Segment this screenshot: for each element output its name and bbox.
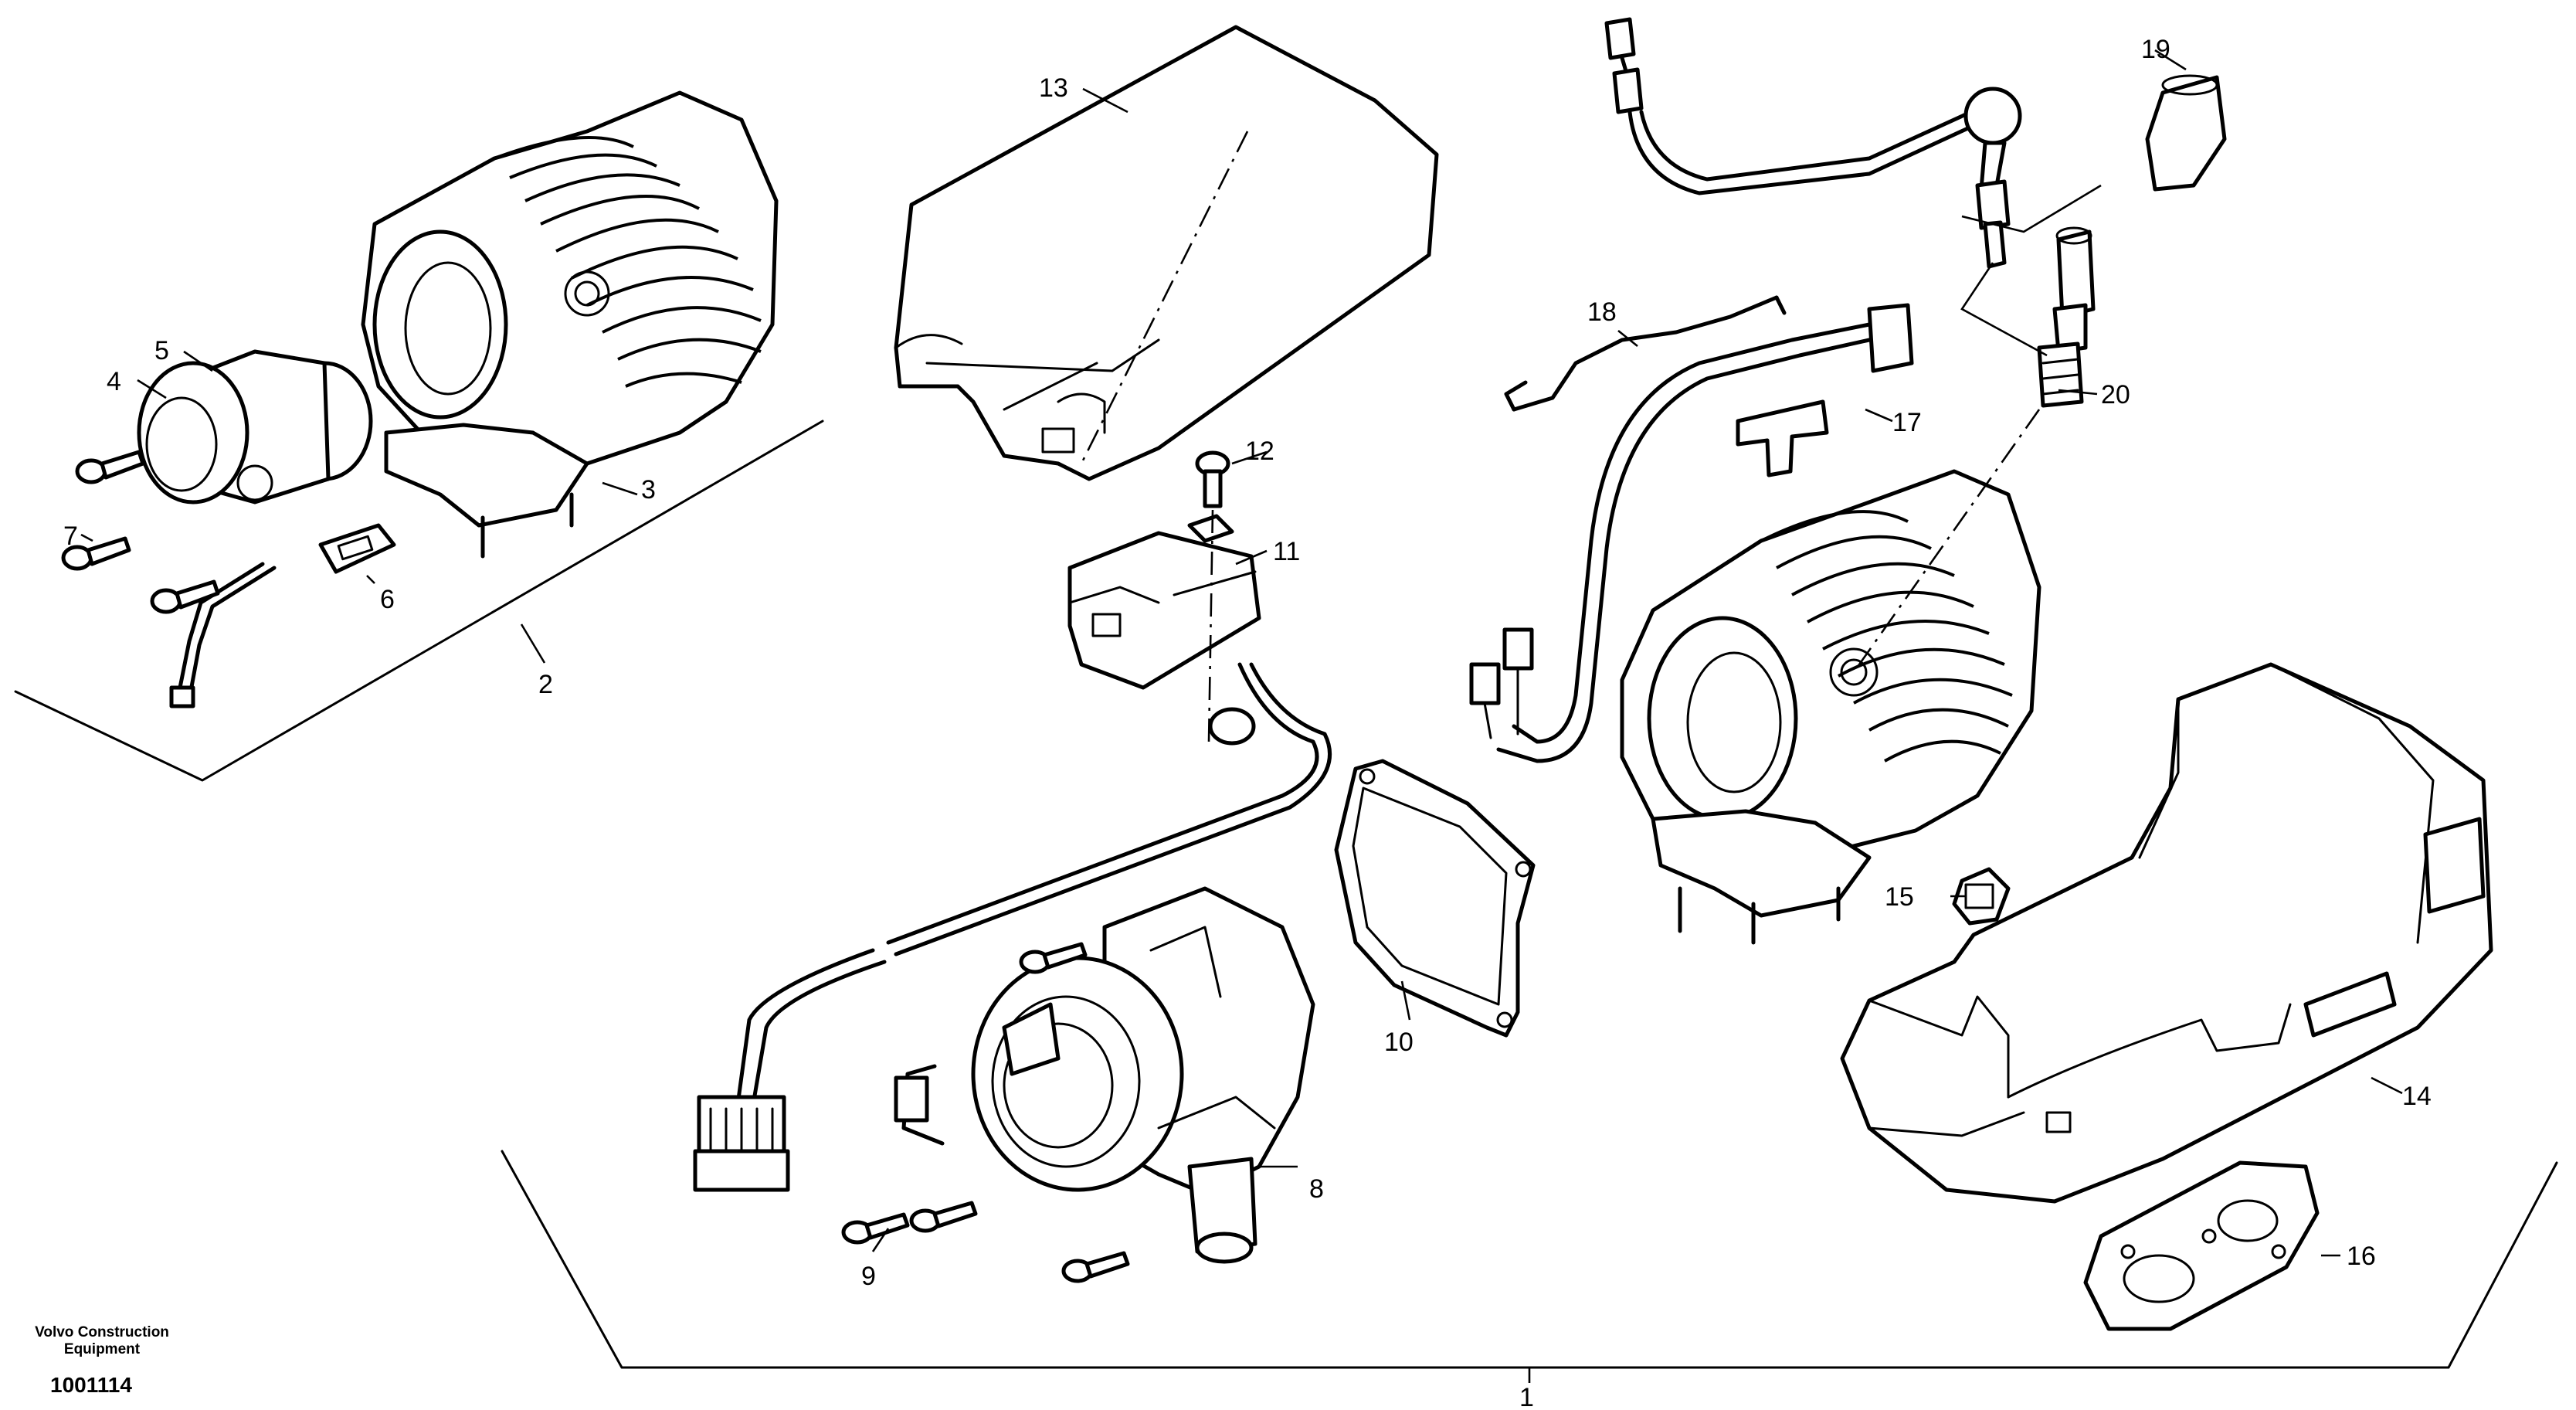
air-blower-8: [894, 886, 1315, 1264]
callout-15: 15: [1885, 882, 1914, 912]
screw-7-group: [61, 450, 220, 614]
subassembly-2-frame: [14, 420, 824, 782]
callout-6: 6: [380, 585, 395, 614]
screw-7c: [150, 579, 220, 614]
callout-3: 3: [641, 475, 656, 505]
heat-exchanger-left: [361, 90, 779, 559]
callout-14: 14: [2402, 1082, 2432, 1111]
screw-9b: [841, 1212, 910, 1245]
screw-9a: [1019, 942, 1088, 974]
footer-brand: Volvo Construction Equipment 1001114: [35, 1324, 169, 1397]
brand-line-1: Volvo Construction: [35, 1324, 169, 1340]
callout-2: 2: [538, 670, 553, 699]
document-number: 1001114: [50, 1373, 132, 1397]
lower-cover-14: [1840, 662, 2493, 1204]
callout-11: 11: [1273, 537, 1300, 566]
callout-leaders: [80, 49, 2403, 1257]
screw-9-group: [841, 942, 1130, 1283]
wire-clip-18: [1504, 295, 1787, 412]
callout-5: 5: [154, 336, 169, 365]
callout-9: 9: [861, 1262, 876, 1291]
screw-7a: [75, 450, 145, 484]
callout-10: 10: [1384, 1028, 1414, 1057]
gasket-6: [318, 523, 396, 574]
callout-18: 18: [1587, 297, 1617, 327]
callout-20: 20: [2101, 380, 2130, 409]
brand-line-2: Equipment: [64, 1341, 141, 1357]
callout-12: 12: [1245, 437, 1274, 466]
assembly-1-bracket: [501, 1150, 2558, 1383]
burner-assembly: [137, 349, 373, 708]
callout-8: 8: [1309, 1174, 1324, 1204]
control-unit-11: [693, 450, 1332, 1192]
callout-1: 1: [1519, 1383, 1534, 1410]
sensor-20: [1852, 226, 2096, 673]
callout-16: 16: [2347, 1242, 2376, 1271]
screw-7b: [61, 536, 131, 571]
gasket-10: [1334, 759, 1536, 1038]
heat-exchanger-right: [1620, 469, 2041, 945]
callout-numbers: 1 2 3 4 5 6 7 8 9 10 11 12 13 14 15 16 1…: [63, 35, 2432, 1410]
upper-cover-13: [894, 25, 1439, 481]
screw-9d: [1061, 1251, 1130, 1283]
callout-17: 17: [1892, 408, 1922, 437]
mounting-gasket-16: [2083, 1160, 2320, 1331]
glow-plug-harness-19: [1604, 17, 2227, 269]
callout-7: 7: [63, 522, 78, 551]
callout-19: 19: [2141, 35, 2170, 64]
callout-13: 13: [1039, 73, 1068, 103]
harness-17: [1469, 303, 1914, 763]
screw-9c: [909, 1201, 978, 1233]
callout-4: 4: [107, 367, 121, 396]
